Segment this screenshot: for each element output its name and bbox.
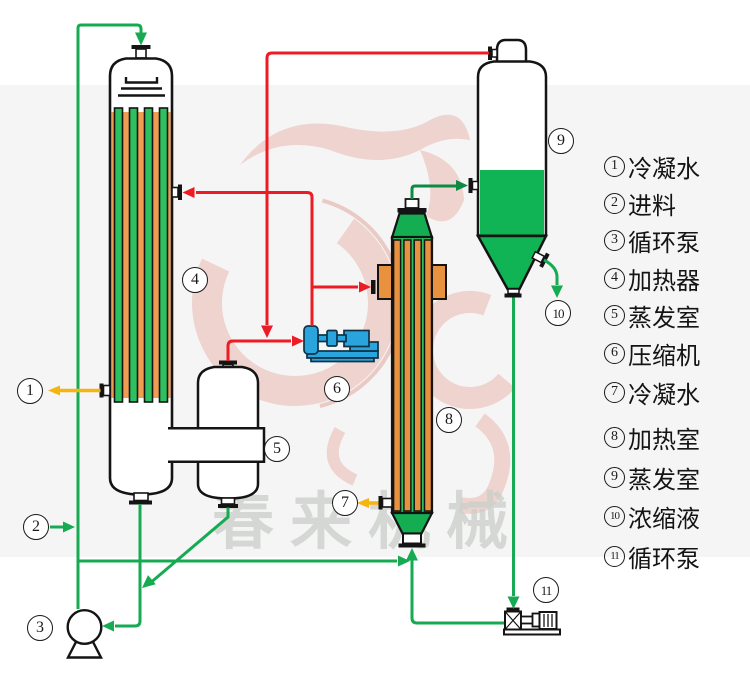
diagram-label-11: 11 — [533, 577, 559, 603]
heater-8-condensate-nozzle — [381, 497, 393, 508]
diagram-label-7: 7 — [332, 490, 358, 516]
heater-4-bottom-to-pump-3 — [115, 504, 142, 628]
process-lines-green — [50, 23, 559, 628]
evaporation-chamber-9 — [468, 38, 550, 298]
feed-line-to-heater-4 — [76, 23, 143, 609]
pump-11-discharge-line — [410, 561, 504, 625]
diagram-label-1: 1 — [17, 378, 43, 404]
tube-bundle-4 — [111, 107, 171, 403]
diagram-label-3: 3 — [27, 615, 53, 641]
tube-bundle-8 — [392, 239, 433, 512]
heating-chamber-8 — [371, 198, 447, 548]
concentrate-outlet-line — [543, 258, 559, 285]
diagram-label-9: 9 — [548, 128, 574, 154]
heater-4-steam-nozzle — [171, 186, 179, 198]
condensate-arrows-yellow — [48, 385, 379, 508]
circulation-pump-3 — [66, 609, 103, 659]
diagram-label-8: 8 — [436, 407, 462, 433]
watermark-text: 春来机械 — [212, 488, 524, 557]
vapor-arrowheads-red — [182, 187, 371, 347]
heater-4-top-nozzle — [135, 48, 147, 59]
vapor-lines-red — [196, 51, 489, 361]
separator-5-vapor-to-compressor — [226, 339, 291, 361]
diagram-label-4: 4 — [182, 267, 208, 293]
heater-8-right-chest — [431, 264, 447, 300]
evaporator-9-vapor-to-compressor — [265, 51, 489, 325]
heater-column-4 — [99, 45, 182, 505]
diagram-label-6: 6 — [324, 376, 350, 402]
diagram-label-2: 2 — [23, 514, 49, 540]
heater-8-top-nozzle — [404, 198, 420, 209]
heater-4-condensate-nozzle — [102, 384, 111, 397]
diagram-label-5: 5 — [264, 436, 290, 462]
compressor-6 — [303, 325, 379, 363]
evaporator-9-liquid — [480, 170, 544, 235]
compressor-discharge-to-heater-4 — [196, 191, 314, 326]
heater-4-distributor — [118, 77, 165, 97]
heater-8-bottom-nozzle — [402, 532, 422, 545]
heater-8-left-chest — [377, 264, 393, 300]
circulation-pump-11 — [503, 607, 561, 636]
heater-4-bottom-nozzle — [133, 492, 149, 502]
connecting-duct — [168, 427, 266, 463]
diagram-label-10: 10 — [545, 300, 571, 326]
evaporator-9-vapor-neck — [495, 38, 528, 65]
separator-5-bottom-nozzle — [220, 497, 236, 505]
vapor-line-8-to-9 — [410, 180, 468, 199]
process-arrowheads-green — [63, 32, 563, 632]
